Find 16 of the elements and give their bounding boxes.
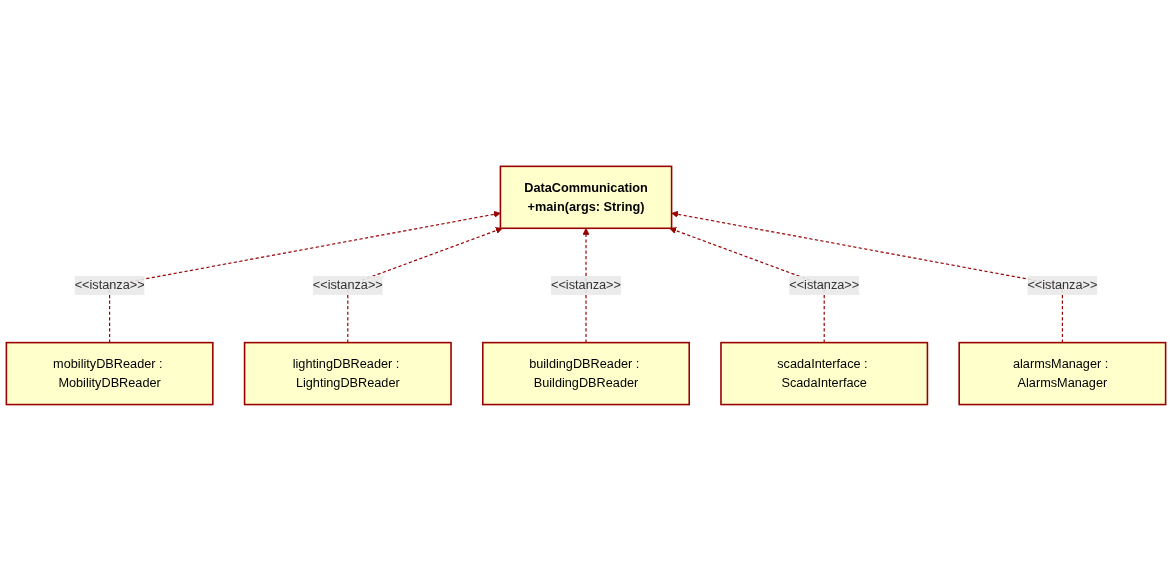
node-box: buildingDBReader : BuildingDBReader <box>482 341 690 406</box>
node-box: scadaInterface : ScadaInterface <box>720 341 929 406</box>
arrow <box>347 227 503 344</box>
arrow <box>109 210 501 344</box>
arrow <box>669 227 825 344</box>
node-box: DataCommunication +main(args: String) <box>499 165 673 230</box>
edge-label: <<istanza>> <box>1027 278 1098 292</box>
arrow <box>582 228 590 344</box>
node-box: lightingDBReader : LightingDBReader <box>243 341 452 406</box>
edge-label: <<istanza>> <box>74 278 145 292</box>
node-box: mobilityDBReader : MobilityDBReader <box>5 341 214 406</box>
edge-label: <<istanza>> <box>789 278 860 292</box>
edge-label: <<istanza>> <box>312 278 383 292</box>
edge-label: <<istanza>> <box>551 278 621 292</box>
arrow <box>671 210 1063 344</box>
node-box: alarmsManager : AlarmsManager <box>958 341 1167 406</box>
